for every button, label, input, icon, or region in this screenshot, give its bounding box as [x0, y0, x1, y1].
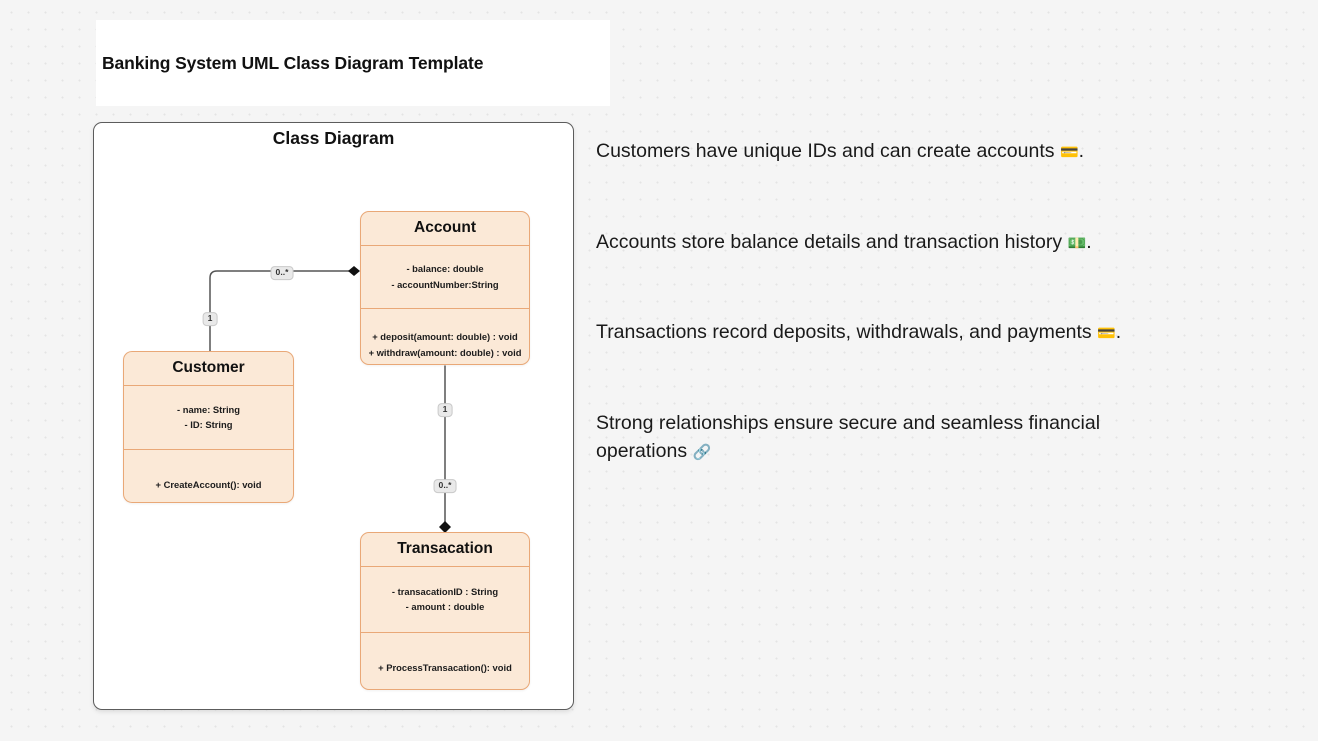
uml-class-transacation-name: Transacation — [361, 533, 529, 567]
credit-card-icon: 💳 — [1059, 144, 1079, 161]
multiplicity-account-end: 1 — [437, 403, 453, 417]
attribute: - ID: String — [184, 419, 233, 431]
attribute: - transacationID : String — [391, 585, 499, 597]
uml-class-customer[interactable]: Customer - name: String - ID: String + C… — [123, 351, 294, 503]
note-suffix: . — [1115, 321, 1122, 344]
method: + withdraw(amount: double) : void — [368, 346, 522, 358]
attribute: - amount : double — [405, 601, 485, 613]
method: + deposit(amount: double) : void — [372, 331, 518, 343]
method: + CreateAccount(): void — [155, 478, 262, 490]
uml-class-account[interactable]: Account - balance: double - accountNumbe… — [360, 211, 530, 365]
attribute: - balance: double — [406, 263, 484, 275]
notes-panel: Customers have unique IDs and can create… — [596, 138, 1196, 465]
note-text: Accounts store balance details and trans… — [596, 230, 1068, 253]
note-text: Customers have unique IDs and can create… — [596, 140, 1060, 162]
connector-layer — [209, 266, 451, 533]
credit-card-icon: 💳 — [1097, 325, 1116, 343]
canvas-heading: Class Diagram — [272, 128, 395, 148]
multiplicity-customer-end: 1 — [202, 312, 218, 326]
uml-class-customer-methods: + CreateAccount(): void — [124, 450, 293, 502]
uml-class-transacation[interactable]: Transacation - transacationID : String -… — [360, 532, 530, 690]
method: + ProcessTransacation(): void — [378, 662, 512, 674]
note-suffix: . — [1078, 140, 1085, 162]
link-icon: 🔗 — [692, 443, 712, 461]
note-item: Customers have unique IDs and can create… — [596, 138, 1196, 166]
uml-class-customer-attributes: - name: String - ID: String — [124, 386, 293, 450]
uml-class-transacation-methods: + ProcessTransacation(): void — [361, 633, 529, 689]
multiplicity-transacation-end: 0..* — [433, 479, 457, 493]
note-item: Transactions record deposits, withdrawal… — [596, 319, 1196, 347]
note-text: Strong relationships ensure secure and s… — [596, 412, 1101, 462]
attribute: - name: String — [176, 403, 241, 415]
note-text: Transactions record deposits, withdrawal… — [596, 321, 1098, 344]
note-suffix: . — [1086, 230, 1092, 253]
uml-class-account-methods: + deposit(amount: double) : void + withd… — [361, 309, 529, 364]
multiplicity-customer-to-account: 0..* — [270, 266, 294, 280]
uml-class-account-name: Account — [361, 212, 529, 246]
attribute: - accountNumber:String — [391, 278, 499, 290]
title-card: Banking System UML Class Diagram Templat… — [96, 20, 610, 106]
page-title: Banking System UML Class Diagram Templat… — [102, 52, 484, 73]
note-item: Strong relationships ensure secure and s… — [596, 410, 1196, 465]
note-item: Accounts store balance details and trans… — [596, 229, 1196, 257]
money-icon: 💵 — [1067, 234, 1087, 252]
uml-class-transacation-attributes: - transacationID : String - amount : dou… — [361, 567, 529, 633]
uml-class-account-attributes: - balance: double - accountNumber:String — [361, 246, 529, 309]
uml-class-customer-name: Customer — [124, 352, 293, 386]
